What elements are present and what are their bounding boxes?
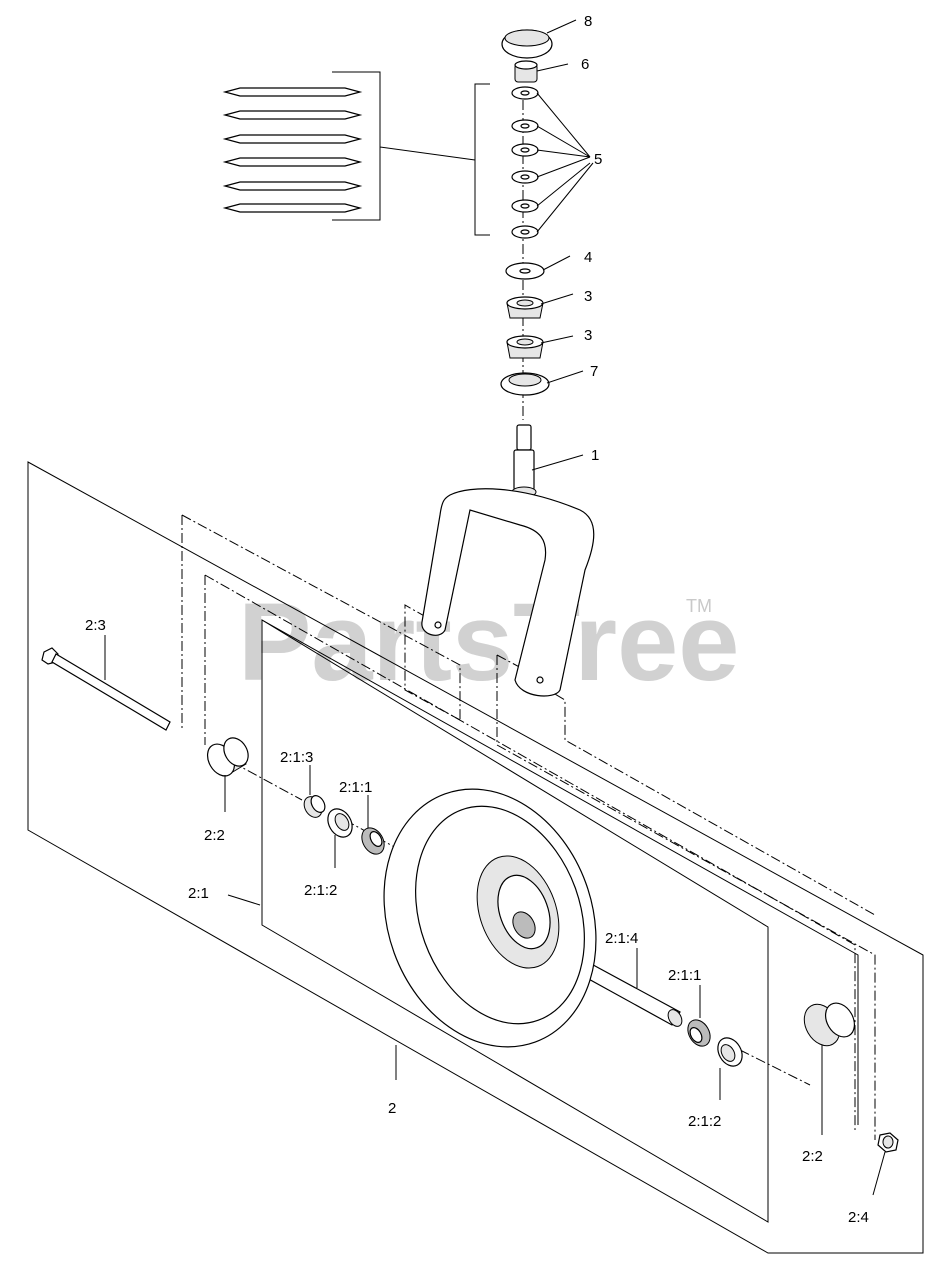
guide-line-a <box>181 514 461 730</box>
axle-bolt-2-3 <box>41 647 171 731</box>
callout-5: 5 <box>594 151 602 168</box>
callout-8: 8 <box>584 13 592 30</box>
spacer-2-2-right <box>803 1002 856 1047</box>
bearing-cup-2-1-2-left <box>327 808 353 838</box>
spacer-2-1-3 <box>303 795 326 818</box>
callout-7: 7 <box>590 363 598 380</box>
washer-4 <box>505 262 545 280</box>
leader-lines <box>104 19 886 1196</box>
callout-2-3: 2:3 <box>85 617 106 634</box>
callout-1: 1 <box>591 447 599 464</box>
bearing-cup-2-1-2-right <box>717 1037 743 1067</box>
assembly-line <box>261 619 859 1125</box>
bearing-2-1-1-left <box>361 827 385 855</box>
watermark-text: PartsTree <box>238 581 739 704</box>
callout-2: 2 <box>388 1100 396 1117</box>
callout-2-2-right: 2:2 <box>802 1148 823 1165</box>
callout-2-1-2-left: 2:1:2 <box>304 882 337 899</box>
callout-2-4: 2:4 <box>848 1209 869 1226</box>
callout-2-1-1-right: 2:1:1 <box>668 967 701 984</box>
callout-3-upper: 3 <box>584 288 592 305</box>
assembly-boundary-2 <box>27 461 924 1254</box>
shim-washers-5 <box>511 86 539 239</box>
nut-2-4 <box>877 1132 899 1153</box>
callout-3-lower: 3 <box>584 327 592 344</box>
bearing-3-upper <box>506 296 544 319</box>
callout-2-1: 2:1 <box>188 885 209 902</box>
guide-line-b <box>204 574 856 1130</box>
callout-2-1-2-right: 2:1:2 <box>688 1113 721 1130</box>
shim-detail <box>222 71 490 236</box>
callout-2-1-4: 2:1:4 <box>605 930 638 947</box>
bearing-cup-7 <box>500 372 550 396</box>
nut-6 <box>514 60 538 83</box>
watermark-trademark: TM <box>686 596 712 616</box>
dust-cap-8 <box>501 29 553 59</box>
spacer-2-2-left <box>206 737 249 777</box>
callout-6: 6 <box>581 56 589 73</box>
callout-2-1-3: 2:1:3 <box>280 749 313 766</box>
bearing-3-lower <box>506 335 544 359</box>
assembly-boundary-2-1 <box>261 619 769 1223</box>
callout-2-2-left: 2:2 <box>204 827 225 844</box>
axle-tube-2-1-4 <box>575 959 683 1027</box>
callout-2-1-1-left: 2:1:1 <box>339 779 372 796</box>
wheel-tire <box>383 788 597 1048</box>
bearing-2-1-1-right <box>687 1019 711 1047</box>
callout-4: 4 <box>584 249 592 266</box>
caster-fork-1 <box>421 424 595 697</box>
